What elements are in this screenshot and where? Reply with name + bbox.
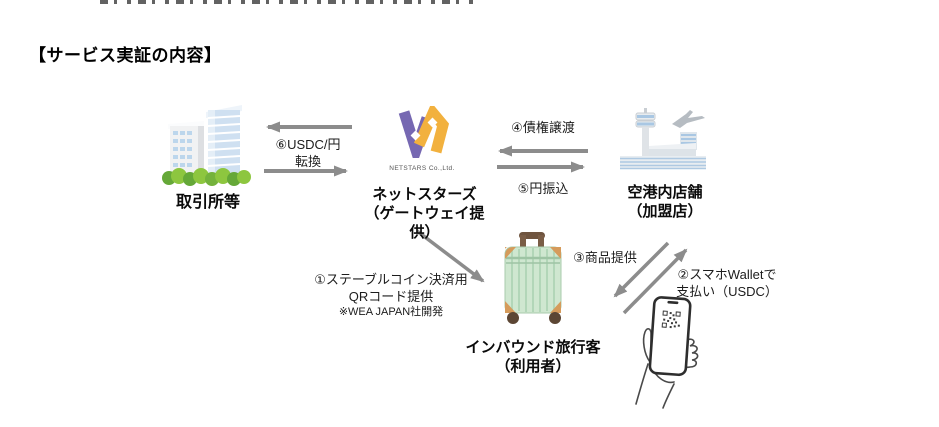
flow4-label: ④債権譲渡 [511,120,575,135]
suitcase-icon [504,232,562,324]
hand-holding-phone-qr-icon [635,296,699,409]
flow6-label-line2: 転換 [294,154,321,169]
netstars-label: ネットスターズ （ゲートウェイ提供） [357,185,492,242]
netstars-logo-caption: NETSTARS Co.,Ltd. [389,165,455,172]
flow1-label-line2: QRコード提供 [348,289,434,304]
airport-icon [620,108,706,170]
flow1-label-line3: ※WEA JAPAN社開発 [338,306,444,318]
airport-store-label-line1: 空港内店舗 [627,184,703,201]
flow6-label-line1: ⑥USDC/円 [275,137,341,152]
netstars-logo-icon [398,106,450,158]
flow3-label: ③商品提供 [573,250,637,265]
exchange-label: 取引所等 [175,194,240,211]
clipped-top-text-fragment [100,0,478,4]
phone-notch [667,300,679,305]
flow2-label-line1: ②スマホWalletで [677,267,777,282]
flow2-label: ②スマホWalletで 支払い（USDC） [664,266,790,300]
flow5-label: ⑤円振込 [517,181,569,196]
flow1-label: ①ステーブルコイン決済用 QRコード提供 ※WEA JAPAN社開発 [308,271,474,319]
traveler-label-line1: インバウンド旅行客 [465,339,601,356]
qr-code-icon [661,310,681,329]
netstars-label-line1: ネットスターズ [372,186,477,203]
office-buildings-icon [162,105,251,186]
traveler-label: インバウンド旅行客 （利用者） [460,338,606,376]
flow2-label-line2: 支払い（USDC） [676,284,778,299]
flow1-label-line1: ①ステーブルコイン決済用 [314,272,468,287]
airport-store-label-line2: （加盟店） [627,203,703,220]
flow6-label: ⑥USDC/円 転換 [258,136,358,170]
page-title: 【サービス実証の内容】 [29,46,222,65]
traveler-label-line2: （利用者） [495,358,571,375]
airport-store-label: 空港内店舗 （加盟店） [611,183,719,221]
netstars-label-line2: （ゲートウェイ提供） [364,205,485,241]
